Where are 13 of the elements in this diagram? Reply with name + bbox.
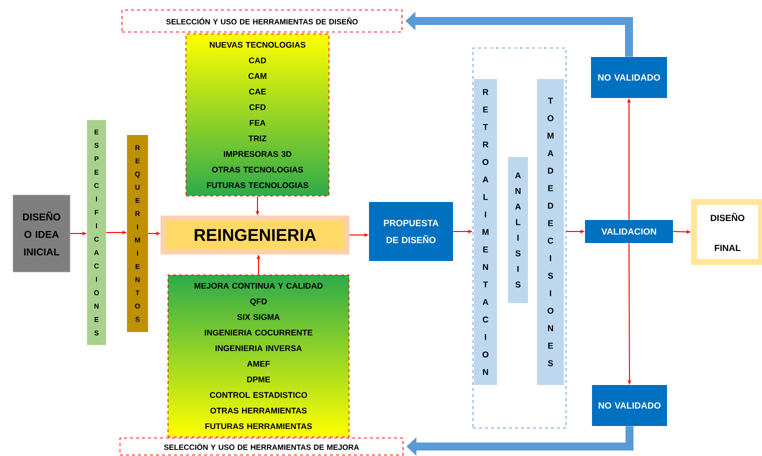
tools-list-box: MEJORA CONTINUA Y CALIDAD QFD SIX SIGMA INGENIERIA COCURRENTE INGENIERIA INVERSA AMEF DPME CONTROL ESTADISTICO OTRAS HERRAMIENTAS FUTURAS HERRAMIENTAS [168,274,350,438]
status-box: NO VALIDADO [592,385,667,426]
tools-list-box: NUEVAS TECNOLOGIAS CAD CAM CAE CFD FEA TRIZ IMPRESORAS 3D OTRAS TECNOLOGIAS FUTURAS TECNOLOGIAS [186,34,330,196]
vertical-bar: RETROALIMENTACION [474,79,497,385]
idea-box: DISEÑO O IDEA INICIAL [12,194,70,272]
vertical-bar: TOMA DE DECISIONES [537,79,564,385]
result-box: DISEÑO FINAL [691,199,762,265]
process-box: VALIDACION [585,220,673,243]
dashed-container [472,48,566,428]
reengineering-box: REINGENIERIA [160,216,350,254]
vertical-bar: ANALISIS [508,157,528,303]
process-box: PROPUESTA DE DISEÑO [369,202,453,261]
status-box: NO VALIDADO [591,57,667,98]
